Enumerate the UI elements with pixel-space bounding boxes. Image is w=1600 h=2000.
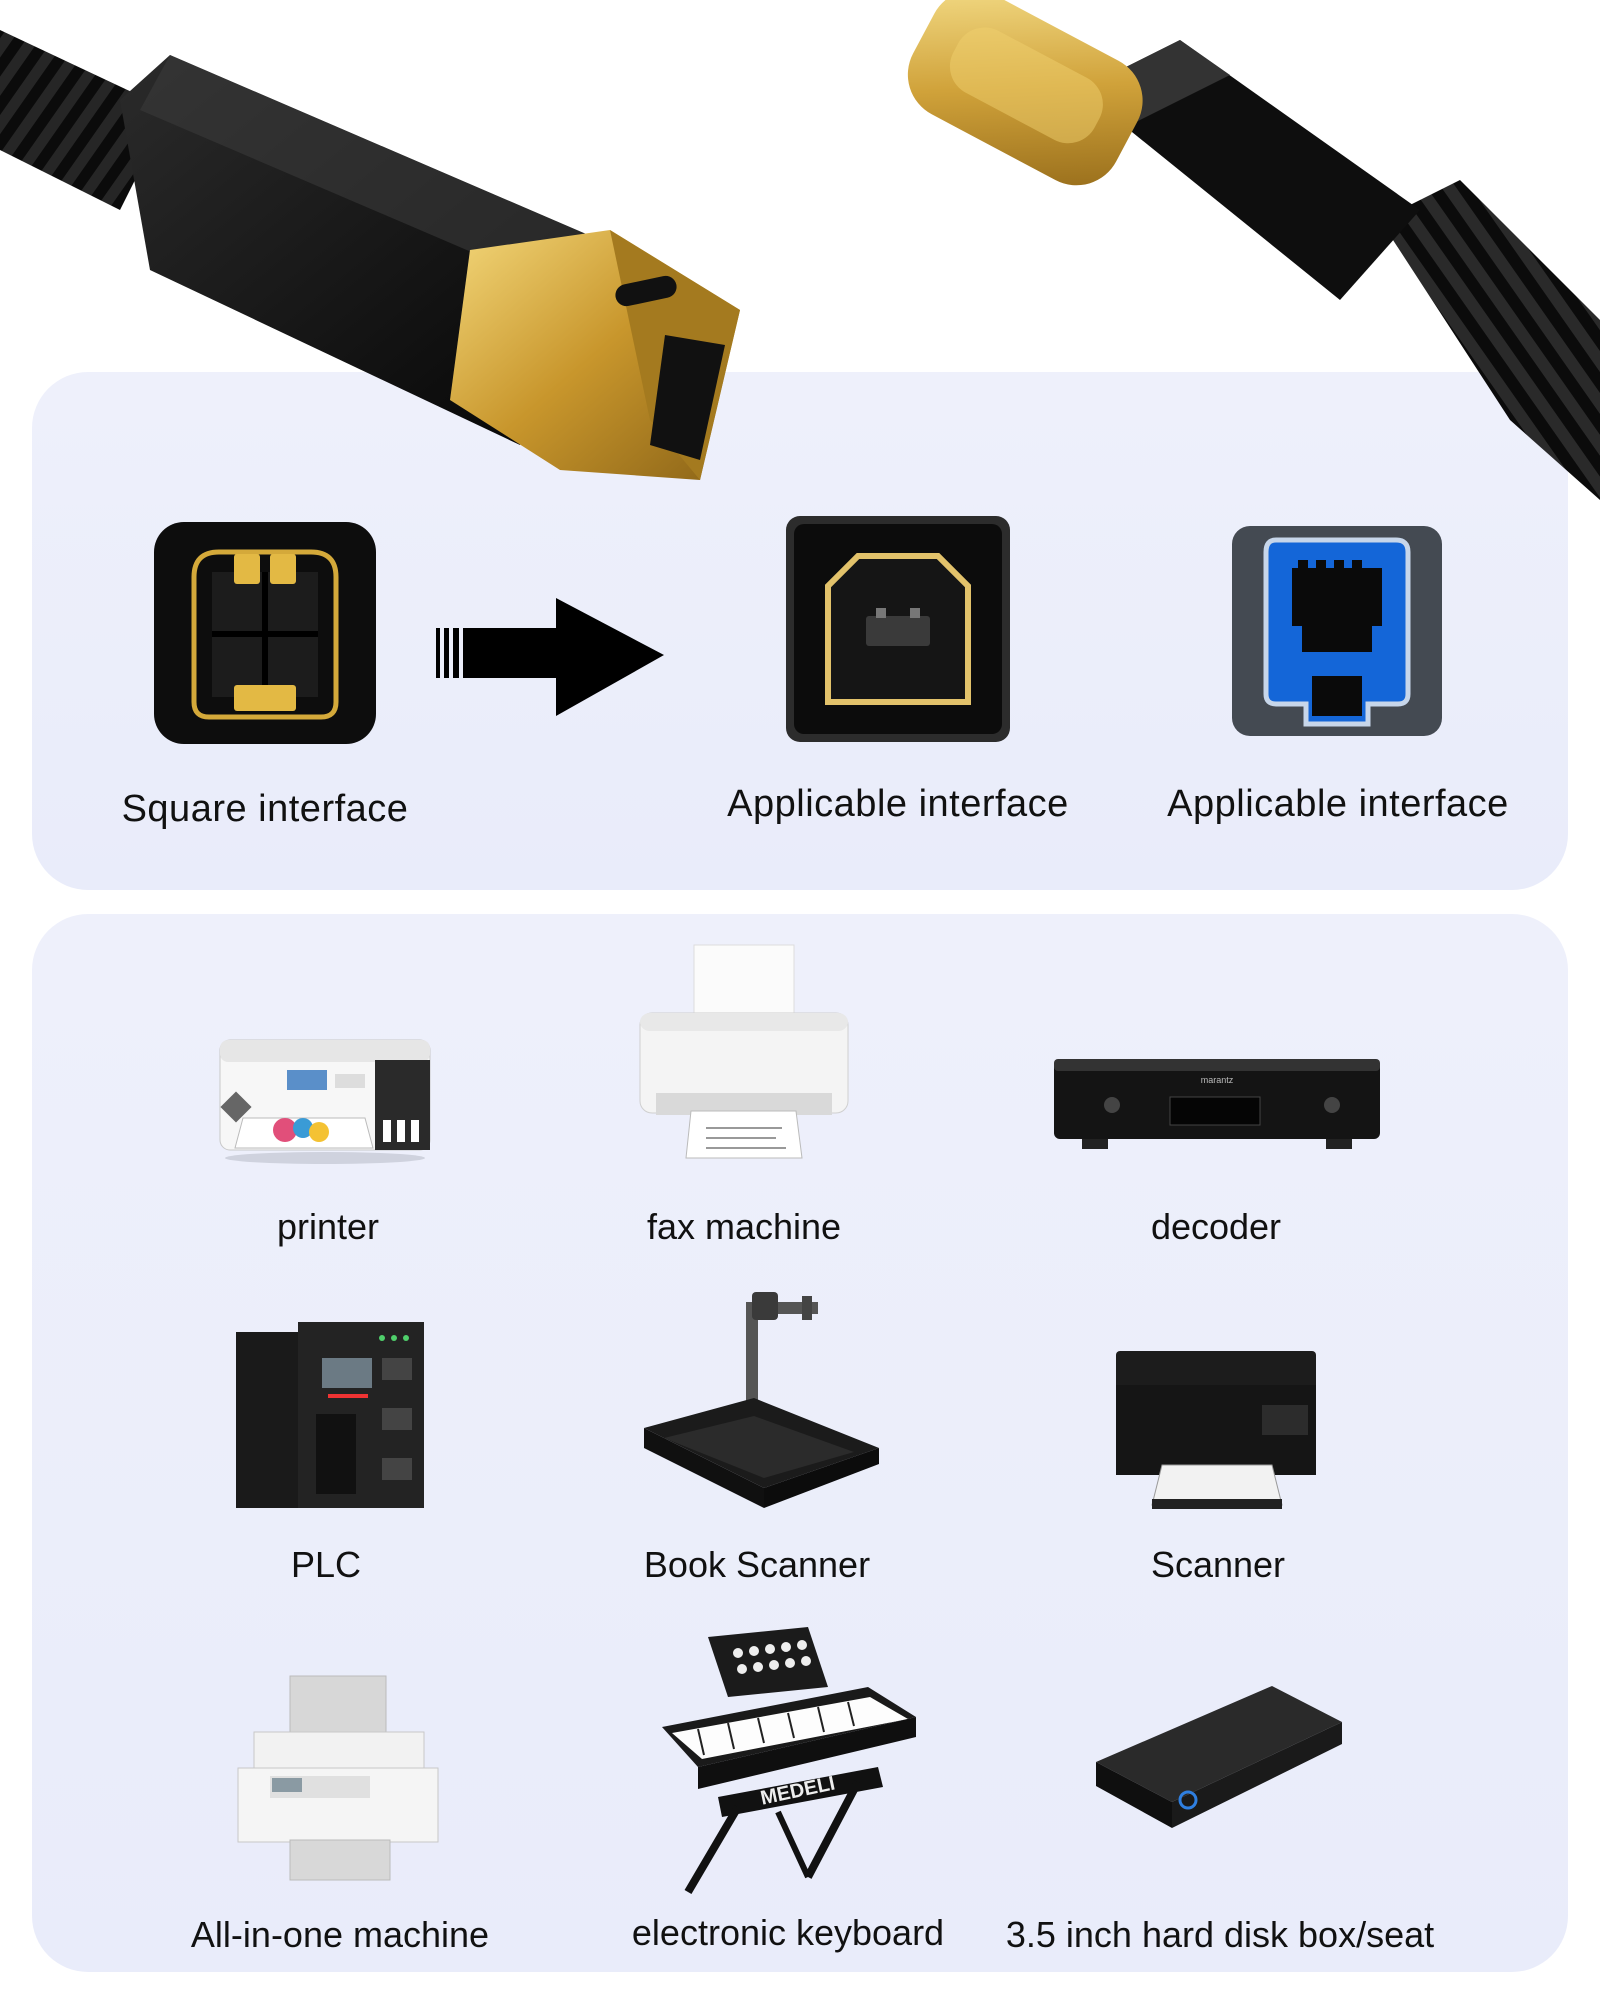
- device-label: 3.5 inch hard disk box/seat: [1005, 1914, 1435, 1955]
- usb-c-connector-image: [907, 0, 1600, 500]
- device-label: printer: [276, 1206, 380, 1247]
- device-label: All-in-one machine: [190, 1914, 490, 1955]
- printer-icon: [219, 1039, 431, 1164]
- device-label: fax machine: [646, 1206, 842, 1247]
- book-scanner-icon: [644, 1292, 879, 1508]
- plc-icon: [236, 1322, 424, 1508]
- device-label: decoder: [1150, 1206, 1282, 1247]
- decoder-icon: marantz: [1054, 1059, 1380, 1149]
- applicable-interface-label: Applicable interface: [727, 783, 1069, 825]
- usb-b-connector-image: [0, 30, 740, 480]
- scanner-icon: [1116, 1351, 1316, 1509]
- applicable-interface-label: Applicable interface: [1167, 783, 1509, 825]
- device-label: Scanner: [1150, 1544, 1286, 1585]
- fax-machine-icon: [639, 944, 849, 1159]
- square-interface-label: Square interface: [121, 788, 409, 830]
- device-label: electronic keyboard: [631, 1912, 945, 1953]
- all-in-one-machine-icon: [237, 1675, 439, 1881]
- device-label: PLC: [290, 1544, 362, 1585]
- keyboard-brand: MEDELI: [759, 1772, 837, 1809]
- usb-b-port-icon: [786, 516, 1010, 742]
- decoder-brand: marantz: [1201, 1075, 1234, 1085]
- hard-disk-box-icon: [1096, 1686, 1342, 1828]
- square-interface-icon: [154, 522, 376, 744]
- usb3-b-port-icon: [1232, 526, 1442, 736]
- device-label: Book Scanner: [643, 1544, 871, 1585]
- electronic-keyboard-icon: MEDELI: [662, 1627, 916, 1895]
- arrow-right-icon: [436, 598, 664, 716]
